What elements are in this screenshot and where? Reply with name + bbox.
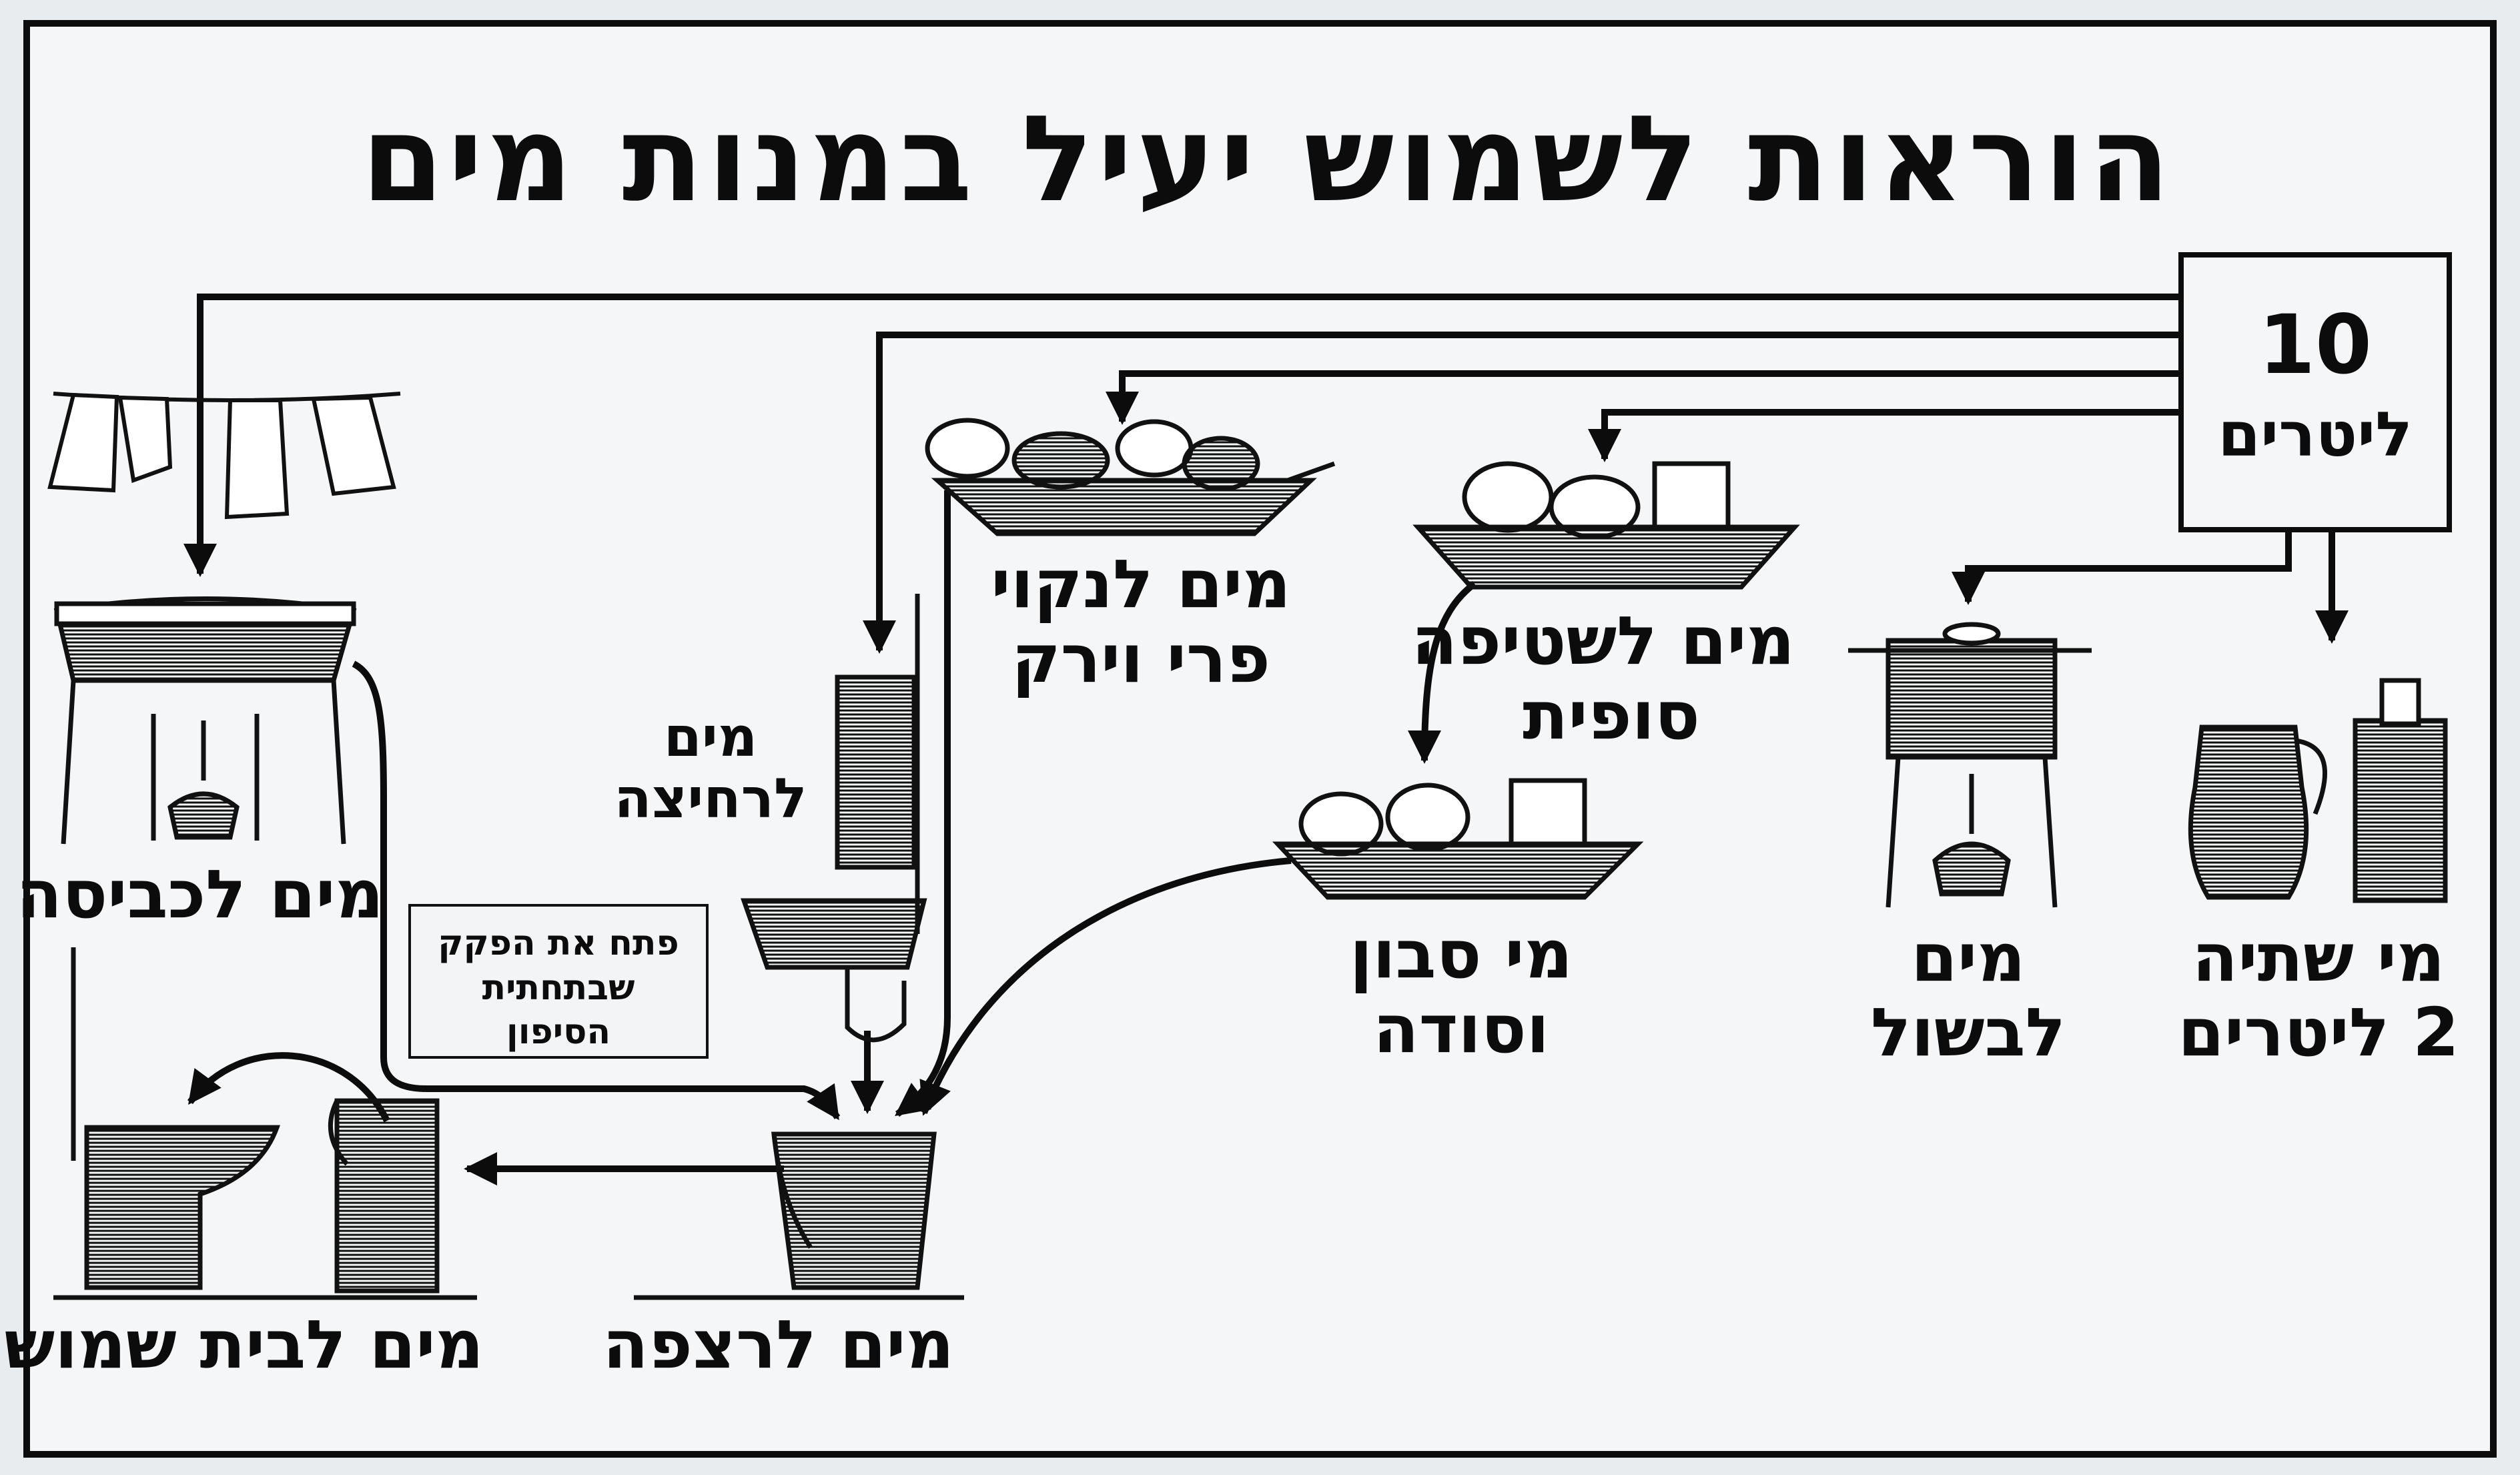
label-floor: מים לרצפה: [602, 1306, 954, 1384]
label-rinse: מים לשטיפה סופית: [1411, 602, 1795, 755]
arrow-dishes-to-soap: [1408, 581, 1477, 764]
label-handwash: מים לרחיצה: [614, 706, 807, 831]
arrow-laundry-to-floor: [352, 660, 841, 1121]
drinking-vessels-illustration: [2188, 678, 2448, 903]
arrow-to-fruit: [1106, 370, 2178, 425]
label-laundry: מים לכביסה: [16, 855, 384, 933]
label-toilet: מים לבית שמוש: [4, 1306, 484, 1384]
cooking-pot-illustration: [1848, 622, 2092, 908]
laundry-tub-illustration: [53, 596, 357, 845]
label-drinking: מי שתיה 2 ליטרים: [2178, 919, 2459, 1071]
label-fruit: מים לנקוי פרי וירק: [991, 545, 1291, 698]
arrow-to-laundry: [183, 294, 2178, 577]
arrow-to-cooking: [1952, 532, 2292, 605]
label-cooking: מים לבשול: [1870, 919, 2066, 1071]
fruit-basket-illustration: [925, 418, 1336, 536]
source-amount: 10: [2258, 298, 2372, 392]
siphon-note: פתח את הפקק שבתחתית הסיפון: [408, 904, 709, 1059]
source-box: 10 ליטרים: [2178, 252, 2452, 532]
arrow-soap-to-floor: [919, 857, 1292, 1116]
arrow-jug-to-toilet: [187, 1052, 390, 1123]
poster-title: הוראות לשמוש יעיל במנות מים: [361, 90, 2174, 228]
arrow-to-handwash: [863, 332, 2178, 654]
arrow-fruit-to-floor: [895, 490, 951, 1117]
rinse-dishes-illustration: [1412, 461, 1800, 590]
floor-bucket-illustration: [634, 1131, 964, 1300]
toilet-illustration: [53, 947, 477, 1300]
label-soap: מי סבון וסודה: [1349, 915, 1573, 1068]
flow-arrows: [183, 294, 2349, 1185]
source-unit: ליטרים: [2218, 399, 2413, 470]
arrow-to-dishes: [1588, 409, 2178, 462]
clothesline-illustration: [47, 392, 401, 520]
soap-dishes-illustration: [1272, 778, 1644, 900]
sink-illustration: [741, 594, 927, 1043]
